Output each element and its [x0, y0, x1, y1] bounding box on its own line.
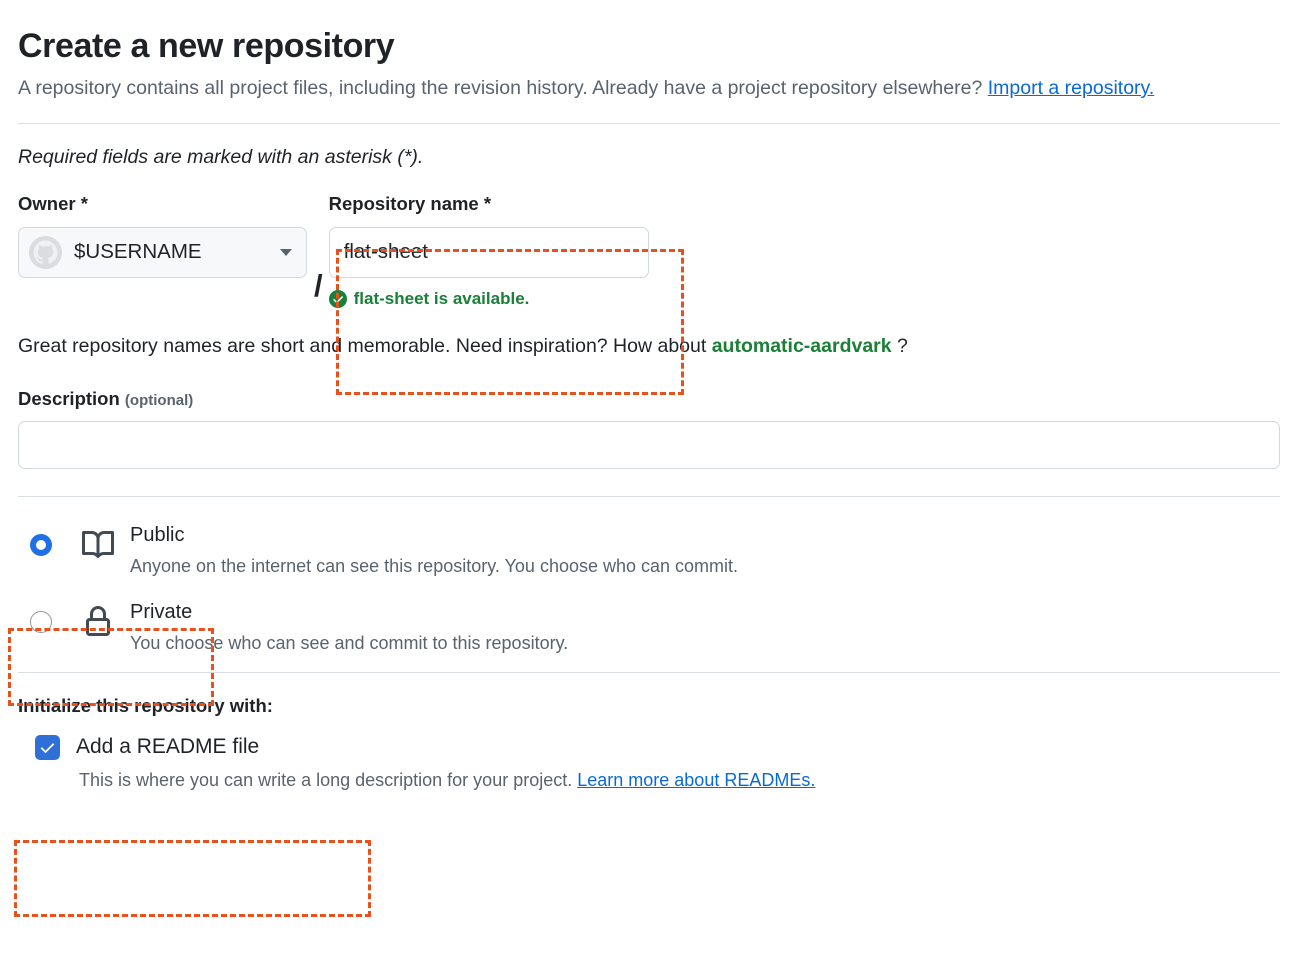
- inspiration-prefix: Great repository names are short and mem…: [18, 334, 712, 357]
- visibility-options: Public Anyone on the internet can see th…: [18, 517, 1280, 656]
- private-description: You choose who can see and commit to thi…: [130, 633, 569, 654]
- page-intro: A repository contains all project files,…: [18, 74, 1208, 103]
- github-octocat-avatar-icon: [29, 235, 62, 269]
- add-readme-description: This is where you can write a long descr…: [79, 770, 1280, 791]
- availability-text: flat-sheet is available.: [353, 288, 530, 308]
- divider-top: [18, 122, 1280, 124]
- page-title: Create a new repository: [18, 27, 395, 65]
- visibility-option-private[interactable]: Private You choose who can see and commi…: [18, 594, 1280, 655]
- repository-name-availability: flat-sheet is available.: [328, 288, 659, 309]
- page-intro-text: A repository contains all project files,…: [18, 77, 988, 100]
- repository-name-field: Repository name * flat-sheet is availabl…: [328, 192, 659, 309]
- repository-name-input[interactable]: [328, 226, 649, 278]
- owner-name-separator: /: [314, 267, 323, 303]
- initialize-title: Initialize this repository with:: [18, 694, 273, 716]
- import-a-repository-link[interactable]: Import a repository.: [987, 77, 1155, 100]
- required-fields-note: Required fields are marked with an aster…: [18, 145, 424, 168]
- private-radio[interactable]: [30, 611, 52, 634]
- owner-and-name-row: Owner * $USERNAME / Repository name *: [18, 193, 1280, 309]
- owner-name-value: $USERNAME: [74, 240, 202, 264]
- chevron-down-icon: [280, 248, 292, 256]
- initialize-readme-highlight: [14, 840, 371, 917]
- public-text: Public Anyone on the internet can see th…: [130, 517, 738, 578]
- lock-icon: [82, 606, 114, 643]
- description-input[interactable]: [18, 420, 1280, 469]
- inspiration-text: Great repository names are short and mem…: [18, 335, 1280, 358]
- public-description: Anyone on the internet can see this repo…: [130, 555, 739, 576]
- public-radio[interactable]: [30, 533, 52, 556]
- divider-middle: [18, 495, 1280, 497]
- suggested-repository-name[interactable]: automatic-aardvark: [711, 334, 892, 357]
- add-readme-row[interactable]: Add a README file: [18, 734, 1280, 760]
- private-label: Private: [130, 601, 193, 624]
- inspiration-suffix: ?: [891, 334, 908, 357]
- add-readme-label: Add a README file: [76, 735, 260, 759]
- book-icon: [82, 529, 115, 566]
- add-readme-checkbox[interactable]: [35, 734, 60, 760]
- owner-select[interactable]: $USERNAME: [18, 226, 307, 278]
- add-readme-description-text: This is where you can write a long descr…: [79, 769, 578, 790]
- description-optional-tag: (optional): [124, 391, 194, 409]
- visibility-option-public[interactable]: Public Anyone on the internet can see th…: [18, 517, 1280, 578]
- public-label: Public: [130, 523, 185, 546]
- divider-bottom: [18, 671, 1280, 673]
- owner-field: Owner * $USERNAME: [18, 193, 308, 278]
- initialize-section: Initialize this repository with: Add a R…: [18, 695, 1280, 791]
- description-label: Description (optional): [18, 388, 1280, 410]
- check-circle-icon: [328, 289, 347, 308]
- private-text: Private You choose who can see and commi…: [130, 594, 568, 655]
- learn-more-about-readmes-link[interactable]: Learn more about READMEs.: [577, 769, 816, 790]
- owner-label: Owner *: [18, 192, 88, 214]
- repository-name-label: Repository name *: [328, 192, 492, 214]
- description-label-text: Description: [18, 387, 120, 409]
